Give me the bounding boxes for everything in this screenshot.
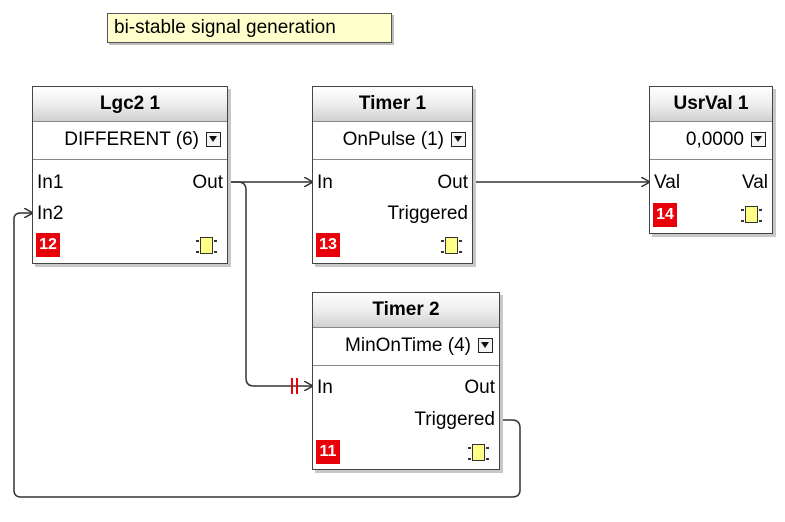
dropdown-arrow-icon[interactable] — [451, 132, 466, 147]
wire-lgc2-out-to-timer2-in[interactable] — [228, 181, 313, 386]
block-title: Lgc2 1 — [33, 87, 227, 122]
port-out[interactable]: Out — [464, 377, 495, 398]
block-usrval-1[interactable]: UsrVal 1 0,0000 Val Val 14 — [649, 86, 773, 234]
block-index-badge: 12 — [36, 233, 60, 257]
block-title: Timer 2 — [313, 293, 499, 328]
selector-value: OnPulse (1) — [342, 129, 444, 150]
block-title: Timer 1 — [313, 87, 472, 122]
block-index-badge: 14 — [653, 203, 677, 227]
diagram-comment[interactable]: bi-stable signal generation — [107, 13, 392, 43]
block-selector[interactable]: MinOnTime (4) — [313, 327, 499, 366]
dropdown-arrow-icon[interactable] — [751, 132, 766, 147]
block-timer-2[interactable]: Timer 2 MinOnTime (4) In Out Triggered 1… — [312, 292, 500, 470]
port-in2[interactable]: In2 — [37, 203, 64, 224]
port-in1[interactable]: In1 — [37, 172, 64, 193]
block-timer-1[interactable]: Timer 1 OnPulse (1) In Out Triggered 13 — [312, 86, 473, 264]
selector-value: DIFFERENT (6) — [64, 129, 199, 150]
dropdown-arrow-icon[interactable] — [478, 338, 493, 353]
dropdown-arrow-icon[interactable] — [206, 132, 221, 147]
wire-timer2-triggered-to-lgc2-in2[interactable] — [13, 213, 521, 498]
port-out[interactable]: Out — [192, 172, 223, 193]
port-triggered[interactable]: Triggered — [414, 409, 495, 430]
port-triggered[interactable]: Triggered — [387, 203, 468, 224]
chip-icon — [196, 237, 217, 254]
block-index-badge: 13 — [316, 233, 340, 257]
selector-value: MinOnTime (4) — [345, 335, 471, 356]
chip-icon — [741, 206, 762, 223]
block-lgc2-1[interactable]: Lgc2 1 DIFFERENT (6) In1 In2 Out 12 — [32, 86, 228, 264]
block-index-badge: 11 — [316, 440, 340, 464]
port-val-in[interactable]: Val — [654, 172, 681, 193]
port-in[interactable]: In — [317, 377, 333, 398]
chip-icon — [468, 444, 489, 461]
block-selector[interactable]: DIFFERENT (6) — [33, 121, 227, 160]
break-marker-icon — [291, 378, 298, 394]
port-out[interactable]: Out — [437, 172, 468, 193]
block-selector[interactable]: OnPulse (1) — [313, 121, 472, 160]
chip-icon — [441, 237, 462, 254]
selector-value: 0,0000 — [685, 129, 744, 150]
block-title: UsrVal 1 — [650, 87, 772, 122]
port-in[interactable]: In — [317, 172, 333, 193]
port-val-out[interactable]: Val — [741, 172, 768, 193]
block-selector[interactable]: 0,0000 — [650, 121, 772, 160]
